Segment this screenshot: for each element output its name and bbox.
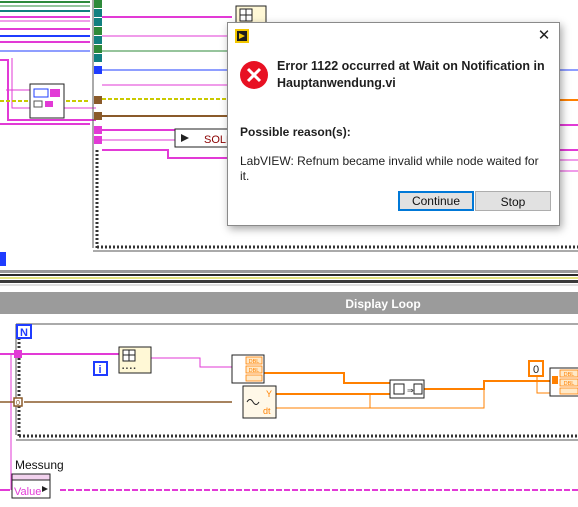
constant-value: 0 <box>533 364 539 376</box>
y-label: Y <box>266 389 272 399</box>
display-wires <box>0 353 578 491</box>
error-title: Error 1122 occurred at Wait on Notificat… <box>277 59 545 90</box>
build-array-node[interactable]: ⇒ <box>389 379 425 399</box>
display-loop-title: Display Loop <box>345 297 420 311</box>
error-dialog: ✕ Error 1122 occurred at Wait on Notific… <box>227 22 560 226</box>
waveform-build-node[interactable]: Y dt <box>242 385 277 419</box>
dbl-node-right[interactable]: DBL DBL <box>549 367 578 397</box>
loop-separators <box>0 252 578 286</box>
display-loop-header: Display Loop <box>0 292 578 314</box>
error-x-icon <box>240 61 268 89</box>
reason-text: LabVIEW: Refnum became invalid while nod… <box>240 154 539 183</box>
dialog-close-button[interactable]: ✕ <box>537 27 551 44</box>
dt-label: dt <box>263 406 271 416</box>
array-to-cluster-node[interactable]: ▪ ▪ ▪ ▪ <box>118 346 152 374</box>
measurement-label: Messung <box>15 458 64 472</box>
iteration-terminal[interactable]: i <box>93 361 108 376</box>
svg-text:DBL: DBL <box>249 359 260 365</box>
labview-app-icon <box>235 29 249 43</box>
stop-button[interactable]: Stop <box>475 191 551 211</box>
value-label: Value <box>14 486 41 498</box>
iteration-terminal-label: i <box>98 364 101 376</box>
svg-text:▪ ▪ ▪ ▪: ▪ ▪ ▪ ▪ <box>122 366 136 372</box>
dbl-bundle-node[interactable]: DBL DBL <box>231 354 265 384</box>
soll-case-selector[interactable]: SOLL <box>174 128 234 148</box>
dialog-titlebar[interactable]: ✕ <box>228 23 559 48</box>
display-tunnels: 0 <box>13 350 23 407</box>
upper-wires <box>0 1 578 172</box>
numeric-constant[interactable]: 0 <box>528 360 544 377</box>
bundle-node[interactable] <box>29 83 65 119</box>
value-property-node[interactable]: Value <box>11 473 51 499</box>
svg-text:DBL: DBL <box>564 372 575 378</box>
upper-tunnels <box>94 0 102 144</box>
zero-marker: 0 <box>16 400 20 407</box>
reason-heading: Possible reason(s): <box>240 125 351 139</box>
upper-loop-frame <box>92 0 578 252</box>
soll-label: SOLL <box>204 134 232 146</box>
continue-button[interactable]: Continue <box>398 191 474 211</box>
svg-text:⇒: ⇒ <box>407 386 414 395</box>
svg-text:DBL: DBL <box>564 381 575 387</box>
loop-count-terminal[interactable]: N <box>16 324 32 339</box>
count-terminal-label: N <box>20 327 28 339</box>
svg-text:DBL: DBL <box>249 368 260 374</box>
